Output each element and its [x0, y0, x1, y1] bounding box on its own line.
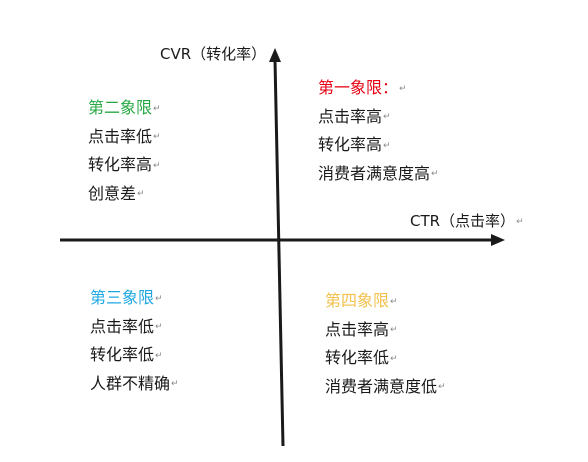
paragraph-mark-icon: ↵: [153, 103, 161, 114]
y-axis-label: CVR（转化率）: [160, 45, 267, 63]
quadrant-1-title: 第一象限：↵: [318, 78, 407, 97]
quadrant-3-item: 点击率低↵: [90, 316, 163, 336]
x-axis-arrowhead: [491, 234, 505, 246]
paragraph-mark-icon: ↵: [155, 322, 163, 332]
paragraph-mark-icon: ↵: [399, 83, 407, 94]
quadrant-3: 第三象限↵ 点击率低↵ 转化率低↵ 人群不精确↵: [90, 284, 179, 398]
quadrant-3-title: 第三象限↵: [90, 288, 163, 307]
quadrant-3-item: 转化率低↵: [90, 345, 163, 364]
paragraph-mark-icon: ↵: [137, 189, 145, 199]
paragraph-mark-icon: ↵: [155, 350, 163, 361]
paragraph-mark-icon: ↵: [383, 140, 391, 151]
quadrant-4: 第四象限↵ 点击率高↵ 转化率低↵ 消费者满意度低↵: [325, 287, 446, 401]
paragraph-mark-icon: ↵: [431, 169, 439, 179]
paragraph-mark-icon: ↵: [155, 293, 163, 304]
y-axis-line: [273, 59, 285, 447]
paragraph-mark-icon: ↵: [153, 132, 161, 142]
paragraph-mark-icon: ↵: [390, 325, 398, 335]
quadrant-1-item: 消费者满意度高↵: [318, 163, 439, 183]
x-axis-label: CTR（点击率）↵: [410, 212, 524, 230]
paragraph-mark-icon: ↵: [171, 379, 179, 389]
quadrant-2: 第二象限↵ 点击率低↵ 转化率高↵ 创意差↵: [88, 94, 161, 208]
quadrant-2-item: 点击率低↵: [88, 126, 161, 146]
quadrant-1-item: 转化率高↵: [318, 135, 391, 154]
quadrant-4-title: 第四象限↵: [325, 291, 398, 310]
paragraph-mark-icon: ↵: [390, 296, 398, 307]
quadrant-3-item: 人群不精确↵: [90, 373, 179, 393]
quadrant-4-item: 转化率低↵: [325, 348, 398, 367]
quadrant-2-title: 第二象限↵: [88, 98, 161, 117]
quadrant-1-item: 点击率高↵: [318, 106, 391, 126]
paragraph-mark-icon: ↵: [153, 160, 161, 171]
quadrant-4-item: 消费者满意度低↵: [325, 376, 446, 396]
paragraph-mark-icon: ↵: [438, 382, 446, 392]
paragraph-mark-icon: ↵: [383, 112, 391, 122]
paragraph-mark-icon: ↵: [516, 216, 524, 227]
paragraph-mark-icon: ↵: [390, 353, 398, 364]
quadrant-2-item: 创意差↵: [88, 183, 145, 203]
y-axis-arrowhead: [269, 48, 281, 62]
quadrant-1: 第一象限：↵ 点击率高↵ 转化率高↵ 消费者满意度高↵: [318, 74, 439, 188]
quadrant-2-item: 转化率高↵: [88, 155, 161, 174]
quadrant-4-item: 点击率高↵: [325, 319, 398, 339]
